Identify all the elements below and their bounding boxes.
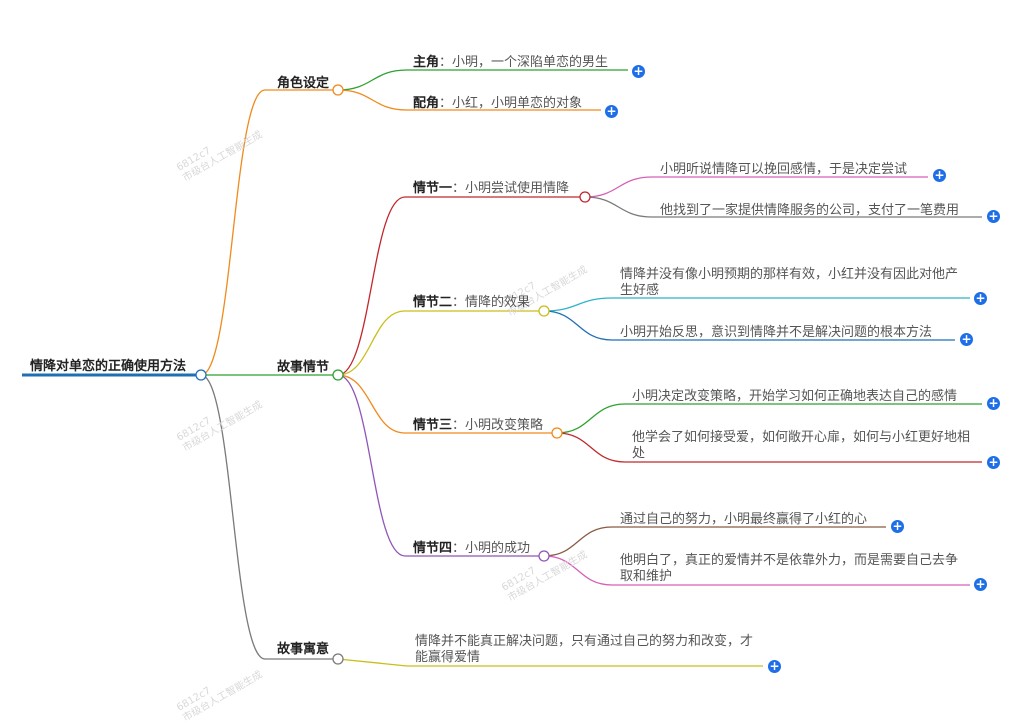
node-lead-role[interactable]: 主角：小明，一个深陷单恋的男生 xyxy=(413,55,609,70)
link-roles-support xyxy=(337,89,408,111)
link-plot-p1 xyxy=(337,196,406,376)
link-p4-l1 xyxy=(543,526,613,557)
link-p3-l2 xyxy=(556,432,626,463)
link-p4-l2 xyxy=(543,555,613,586)
link-roles-lead xyxy=(337,69,408,91)
node-dot-plot xyxy=(332,369,344,381)
node-plot-1[interactable]: 情节一：小明尝试使用情降 xyxy=(413,181,570,196)
leaf-p2-2[interactable]: 小明开始反思，意识到情降并不是解决问题的根本方法 xyxy=(620,325,933,340)
node-dot-p2 xyxy=(538,305,550,317)
link-root-roles xyxy=(200,89,266,376)
link-p3-l1 xyxy=(556,403,626,434)
link-plot-p4 xyxy=(337,374,406,557)
expand-icon[interactable]: + xyxy=(933,168,946,182)
leaf-p3-2[interactable]: 他学会了如何接受爱，如何敞开心扉，如何与小红更好地相处 xyxy=(632,430,971,461)
expand-icon[interactable]: + xyxy=(987,396,1000,410)
link-p2-l1 xyxy=(543,297,613,312)
node-dot-root xyxy=(195,369,207,381)
expand-icon[interactable]: + xyxy=(960,332,973,346)
node-dot-moral xyxy=(332,653,344,665)
link-moral-text xyxy=(337,658,408,667)
expand-icon[interactable]: + xyxy=(632,64,645,78)
node-dot-p4 xyxy=(538,550,550,562)
node-plot-4[interactable]: 情节四：小明的成功 xyxy=(413,541,531,556)
expand-icon[interactable]: + xyxy=(768,659,781,673)
expand-icon[interactable]: + xyxy=(974,291,987,305)
link-p1-l2 xyxy=(584,196,653,218)
leaf-p1-1[interactable]: 小明听说情降可以挽回感情，于是决定尝试 xyxy=(660,162,908,177)
node-moral-text[interactable]: 情降并不能真正解决问题，只有通过自己的努力和改变，才能赢得爱情 xyxy=(415,634,754,665)
branch-roles[interactable]: 角色设定 xyxy=(277,76,330,91)
leaf-p2-1[interactable]: 情降并没有像小明预期的那样有效，小红并没有因此对他产生好感 xyxy=(620,267,959,298)
expand-icon[interactable]: + xyxy=(974,577,987,591)
node-dot-roles xyxy=(332,84,344,96)
node-dot-p3 xyxy=(551,427,563,439)
link-plot-p2 xyxy=(337,310,406,376)
leaf-p4-2[interactable]: 他明白了，真正的爱情并不是依靠外力，而是需要自己去争取和维护 xyxy=(620,553,959,584)
leaf-p3-1[interactable]: 小明决定改变策略，开始学习如何正确地表达自己的感情 xyxy=(632,389,958,404)
leaf-p4-1[interactable]: 通过自己的努力，小明最终赢得了小红的心 xyxy=(620,512,868,527)
expand-icon[interactable]: + xyxy=(605,104,618,118)
expand-icon[interactable]: + xyxy=(891,519,904,533)
link-p2-l2 xyxy=(543,310,613,341)
expand-icon[interactable]: + xyxy=(987,455,1000,469)
connector-lines xyxy=(22,69,982,667)
expand-icon[interactable]: + xyxy=(987,209,1000,223)
link-plot-p3 xyxy=(337,374,406,434)
branch-plot[interactable]: 故事情节 xyxy=(277,360,330,375)
root-node[interactable]: 情降对单恋的正确使用方法 xyxy=(30,359,187,374)
node-plot-3[interactable]: 情节三：小明改变策略 xyxy=(413,418,544,433)
node-dot-p1 xyxy=(579,191,591,203)
link-p1-l1 xyxy=(584,176,653,198)
node-support-role[interactable]: 配角：小红，小明单恋的对象 xyxy=(413,96,583,111)
branch-moral[interactable]: 故事寓意 xyxy=(277,642,330,657)
link-root-moral xyxy=(200,374,266,660)
leaf-p1-2[interactable]: 他找到了一家提供情降服务的公司，支付了一笔费用 xyxy=(660,203,960,218)
node-plot-2[interactable]: 情节二：情降的效果 xyxy=(413,295,531,310)
